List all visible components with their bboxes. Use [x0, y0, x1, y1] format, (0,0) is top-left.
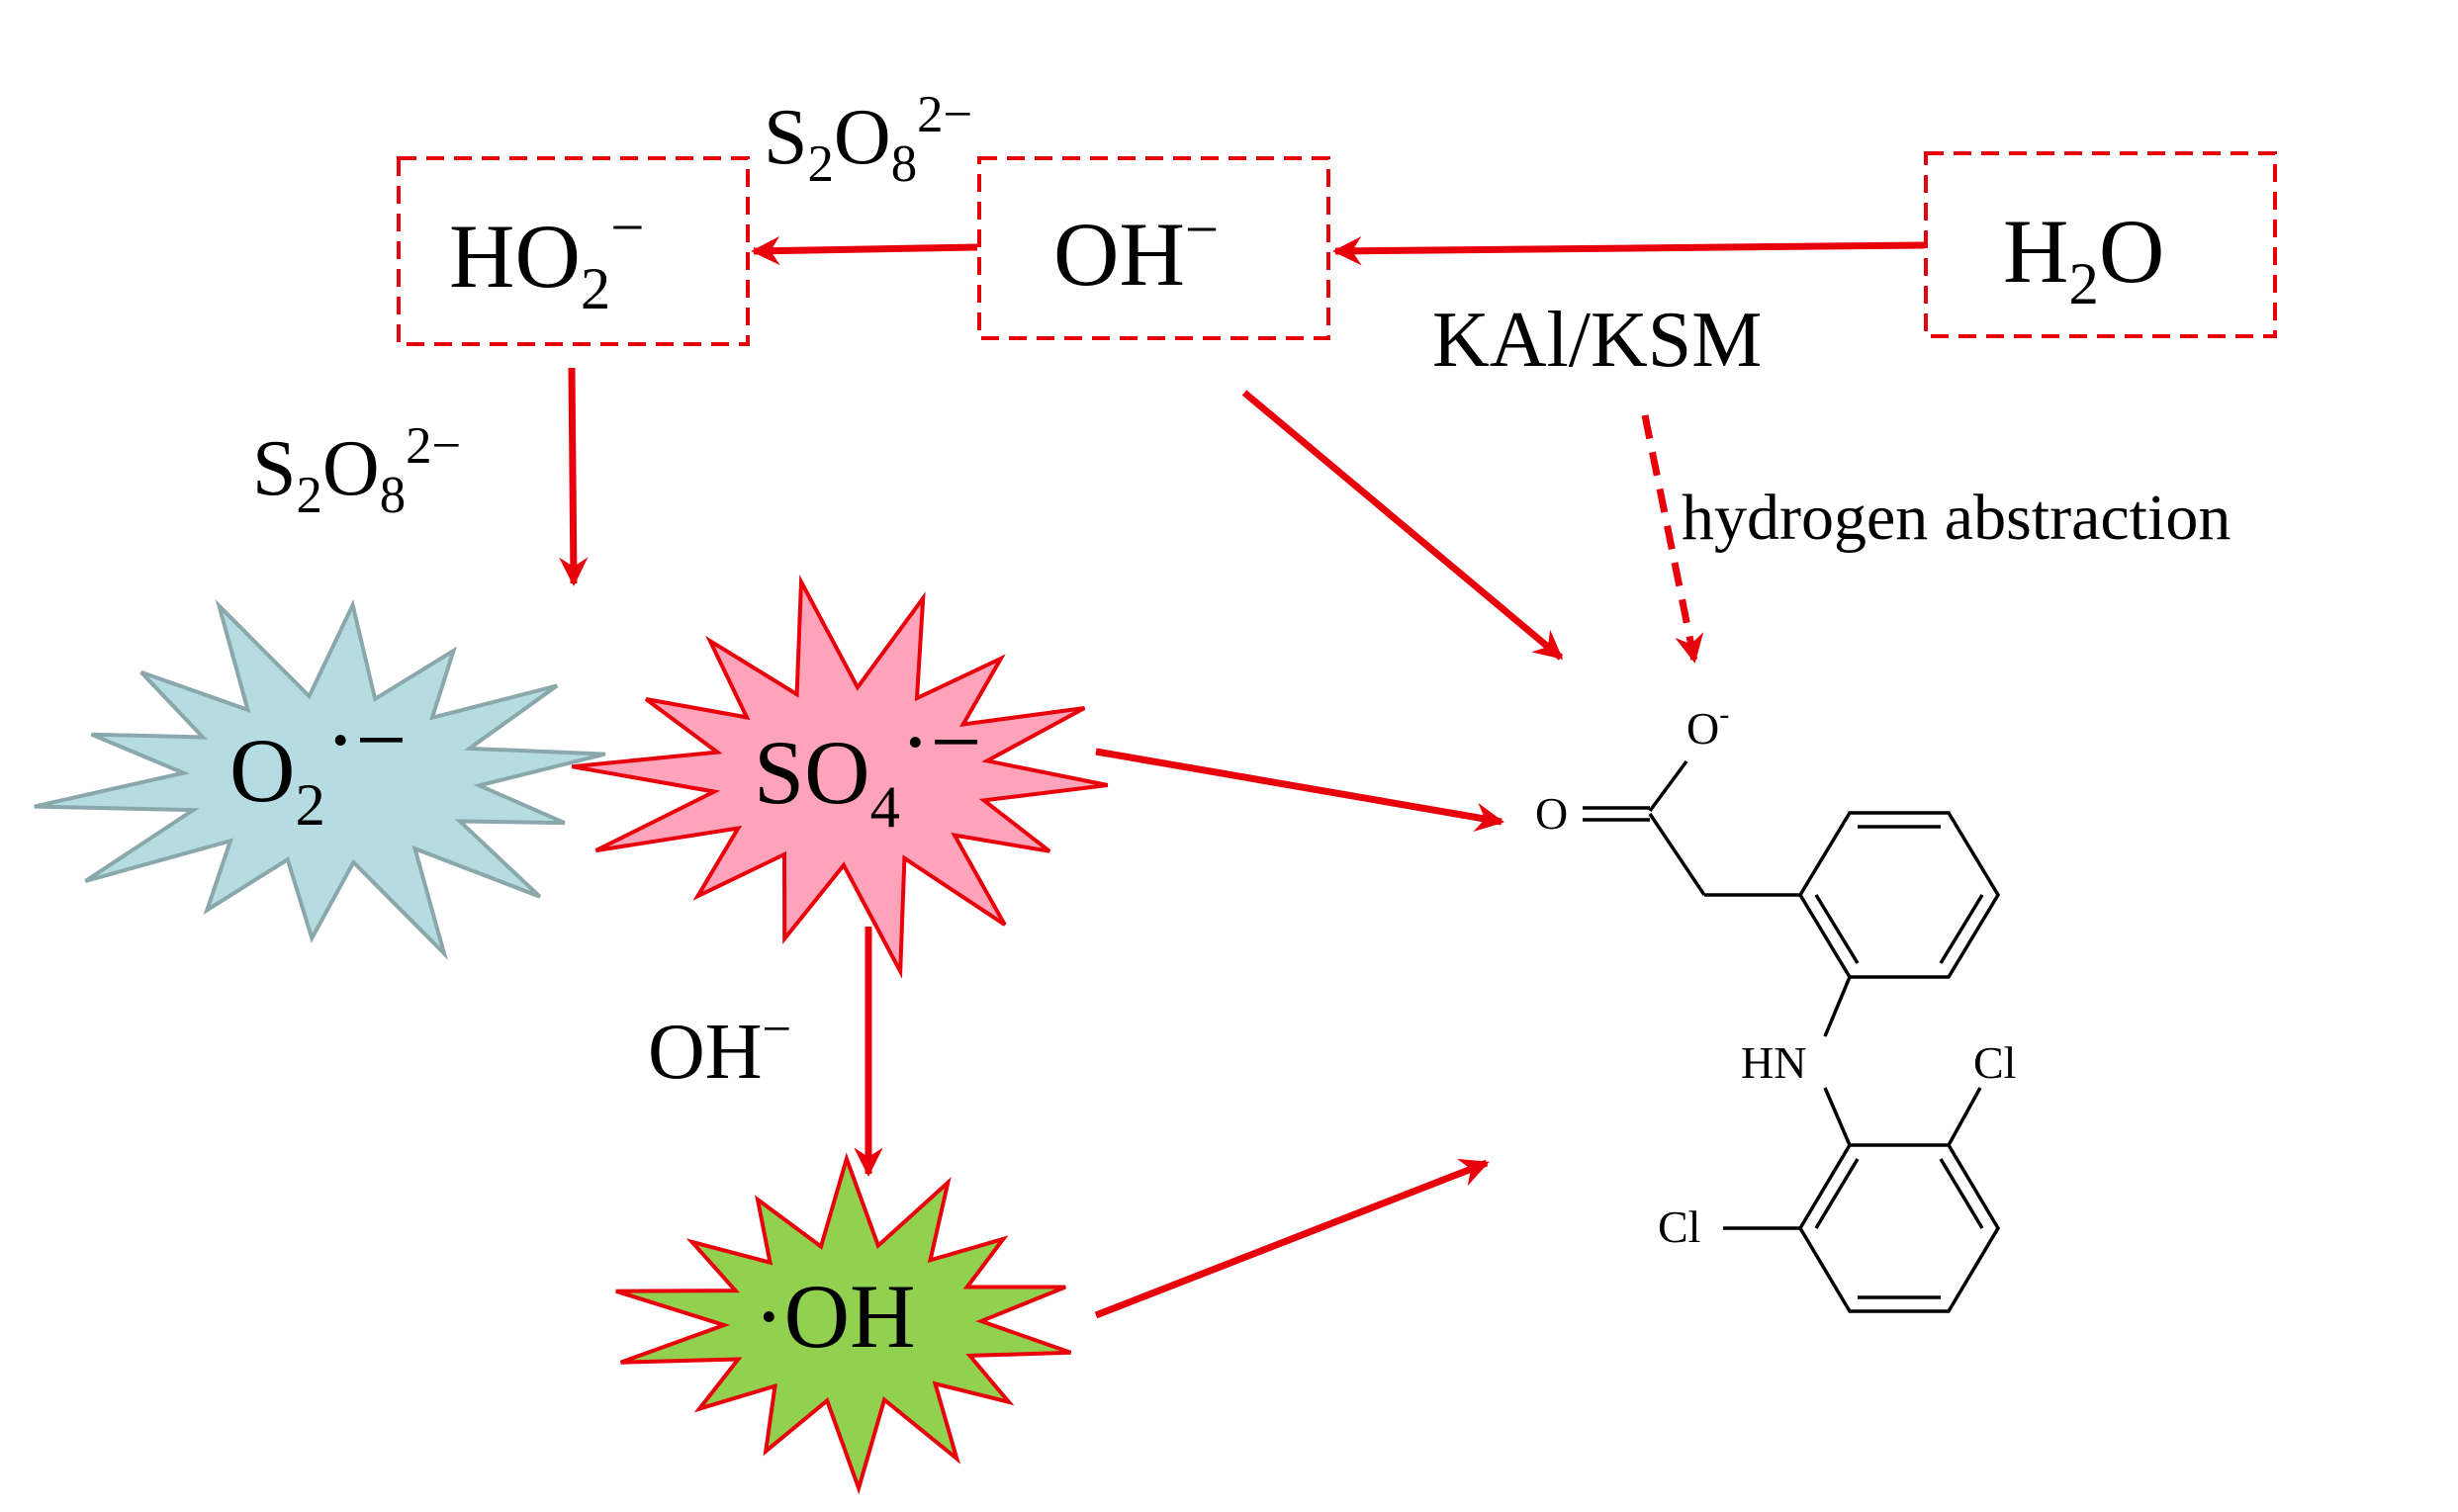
h2o-label: H2O [2003, 201, 2164, 317]
so4-radical-starburst [571, 575, 1109, 979]
atom-o-minus: O- [1686, 697, 1729, 754]
ring1-inner-bond-2 [1939, 894, 1984, 964]
benzene-ring-upper [1797, 811, 2001, 979]
benzene-ring-lower [1797, 1143, 2001, 1313]
o2-radical-label: O2·− [229, 689, 407, 839]
atom-hn: HN [1741, 1037, 1806, 1088]
bond-ring-nh [1823, 976, 1852, 1037]
oh-box [977, 156, 1330, 340]
arrow-oh-to-diclofenac [1241, 390, 1564, 661]
arrow-h2o-to-oh [1332, 236, 1925, 266]
atom-cl-bottom: Cl [1658, 1201, 1700, 1252]
oh-reagent-label: OH− [648, 1001, 791, 1096]
oh-box-label: OH− [1053, 197, 1219, 305]
ho2-label: HO2− [449, 195, 645, 322]
ring1-inner-bond-3 [1814, 894, 1860, 964]
so4-radical-label: SO4·− [754, 691, 982, 841]
oh-radical-label: ·OH [754, 1266, 916, 1367]
oh-radical-starburst [615, 1152, 1072, 1495]
arrow-ho2-to-o2 [559, 367, 589, 586]
catalyst-label: KAl/KSM [1432, 297, 1762, 384]
ring2-inner-bond-3 [1814, 1158, 1860, 1229]
arrow-so4-to-diclofenac [1095, 748, 1504, 832]
ho2-box [397, 156, 750, 346]
bond-nh-ring [1823, 1087, 1852, 1146]
arrow-hydrogen-abstraction [1641, 414, 1704, 664]
bond-ring-cl-top [1947, 1087, 1982, 1146]
arrow-oh-radical-to-diclofenac [1094, 1158, 1490, 1319]
atom-cl-top: Cl [1973, 1037, 2016, 1088]
hydrogen-abstraction-label: hydrogen abstraction [1682, 482, 2230, 554]
bond-c-o-minus [1648, 759, 1688, 813]
diclofenac-structure: O- O HN Cl Cl [1535, 697, 2016, 1313]
persulfate-left-label: S2O82− [252, 417, 461, 524]
persulfate-top-label: S2O82− [764, 86, 972, 193]
bond-c-ch2 [1648, 813, 1706, 896]
h2o-box [1924, 151, 2277, 338]
o2-radical-starburst [34, 598, 606, 960]
ring2-inner-bond-1 [1939, 1158, 1984, 1229]
arrow-oh-to-ho2 [751, 235, 978, 266]
atom-o-double: O [1535, 788, 1568, 839]
